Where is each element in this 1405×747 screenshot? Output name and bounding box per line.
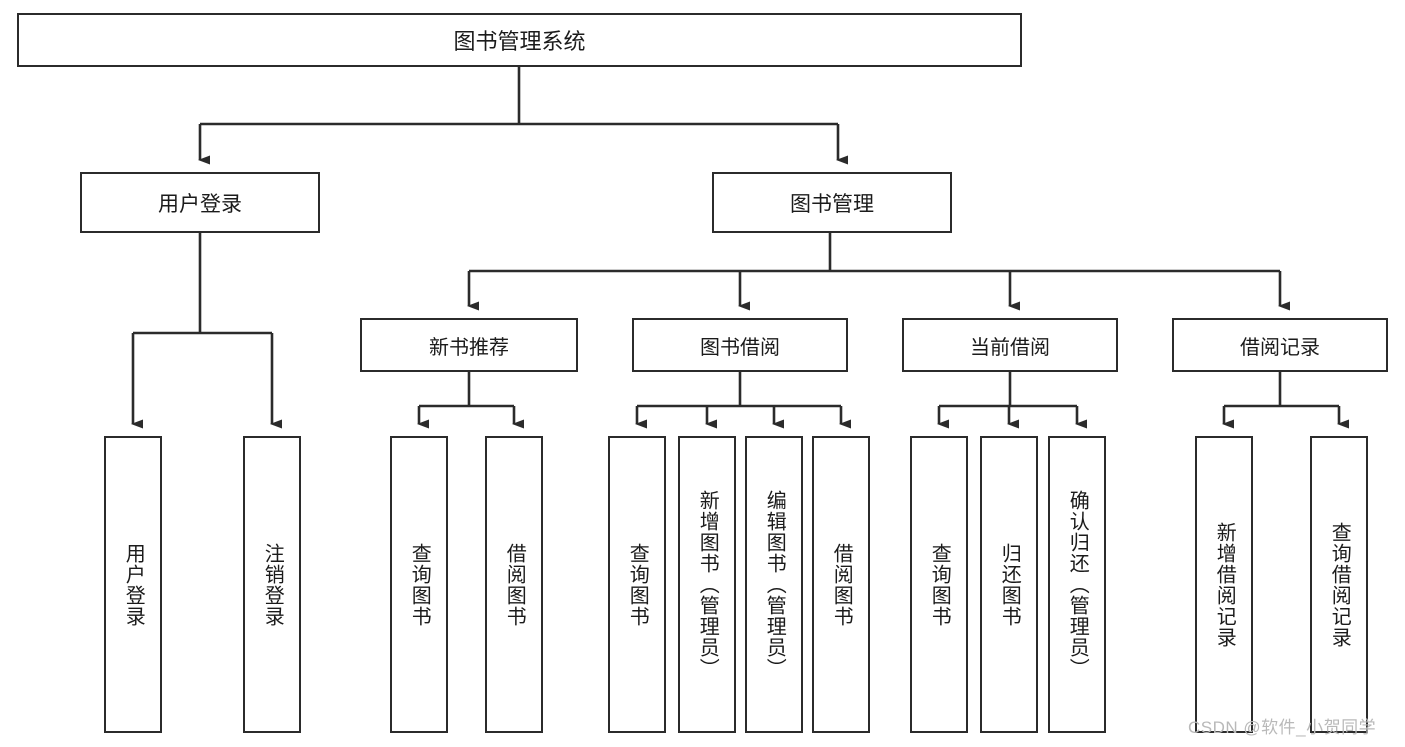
leaf-new-book-query-books[interactable]: 查询图书 [390, 436, 448, 733]
node-label: 图书管理 [790, 192, 874, 216]
leaf-label: 借阅图书 [503, 542, 526, 627]
node-book-management[interactable]: 图书管理 [712, 172, 952, 233]
node-label: 当前借阅 [970, 336, 1050, 359]
node-book-borrow[interactable]: 图书借阅 [632, 318, 848, 372]
leaf-label: 查询借阅记录 [1328, 521, 1351, 648]
leaf-borrow-record-query-record[interactable]: 查询借阅记录 [1310, 436, 1368, 733]
leaf-borrow-record-add-record[interactable]: 新增借阅记录 [1195, 436, 1253, 733]
leaf-label: 确认归还（管理员） [1066, 490, 1089, 679]
leaf-label: 用户登录 [122, 542, 145, 627]
leaf-book-borrow-borrow-books[interactable]: 借阅图书 [812, 436, 870, 733]
node-current-borrow[interactable]: 当前借阅 [902, 318, 1118, 372]
node-label: 借阅记录 [1240, 336, 1320, 359]
leaf-book-borrow-add-book-admin[interactable]: 新增图书（管理员） [678, 436, 736, 733]
node-label: 图书管理系统 [453, 29, 586, 54]
leaf-current-borrow-confirm-return-admin[interactable]: 确认归还（管理员） [1048, 436, 1106, 733]
leaf-new-book-borrow-books[interactable]: 借阅图书 [485, 436, 543, 733]
node-user-login[interactable]: 用户登录 [80, 172, 320, 233]
node-borrow-record[interactable]: 借阅记录 [1172, 318, 1388, 372]
node-label: 图书借阅 [700, 336, 780, 359]
leaf-user-login-sign-in[interactable]: 用户登录 [104, 436, 162, 733]
leaf-label: 归还图书 [998, 542, 1021, 627]
leaf-label: 查询图书 [408, 542, 431, 627]
leaf-current-borrow-return-books[interactable]: 归还图书 [980, 436, 1038, 733]
leaf-book-borrow-query-books[interactable]: 查询图书 [608, 436, 666, 733]
leaf-book-borrow-edit-book-admin[interactable]: 编辑图书（管理员） [745, 436, 803, 733]
node-label: 用户登录 [158, 192, 242, 216]
leaf-label: 查询图书 [626, 542, 649, 627]
leaf-label: 注销登录 [261, 542, 284, 627]
leaf-label: 新增借阅记录 [1213, 521, 1236, 648]
leaf-label: 借阅图书 [830, 542, 853, 627]
node-new-book-recommend[interactable]: 新书推荐 [360, 318, 578, 372]
csdn-watermark: CSDN @软件_小贺同学 [1188, 718, 1377, 737]
leaf-current-borrow-query-books[interactable]: 查询图书 [910, 436, 968, 733]
leaf-label: 新增图书（管理员） [696, 490, 719, 679]
leaf-label: 编辑图书（管理员） [763, 490, 786, 679]
leaf-user-login-sign-out[interactable]: 注销登录 [243, 436, 301, 733]
leaf-label: 查询图书 [928, 542, 951, 627]
node-label: 新书推荐 [429, 336, 509, 359]
node-root-library-management-system[interactable]: 图书管理系统 [17, 13, 1022, 67]
